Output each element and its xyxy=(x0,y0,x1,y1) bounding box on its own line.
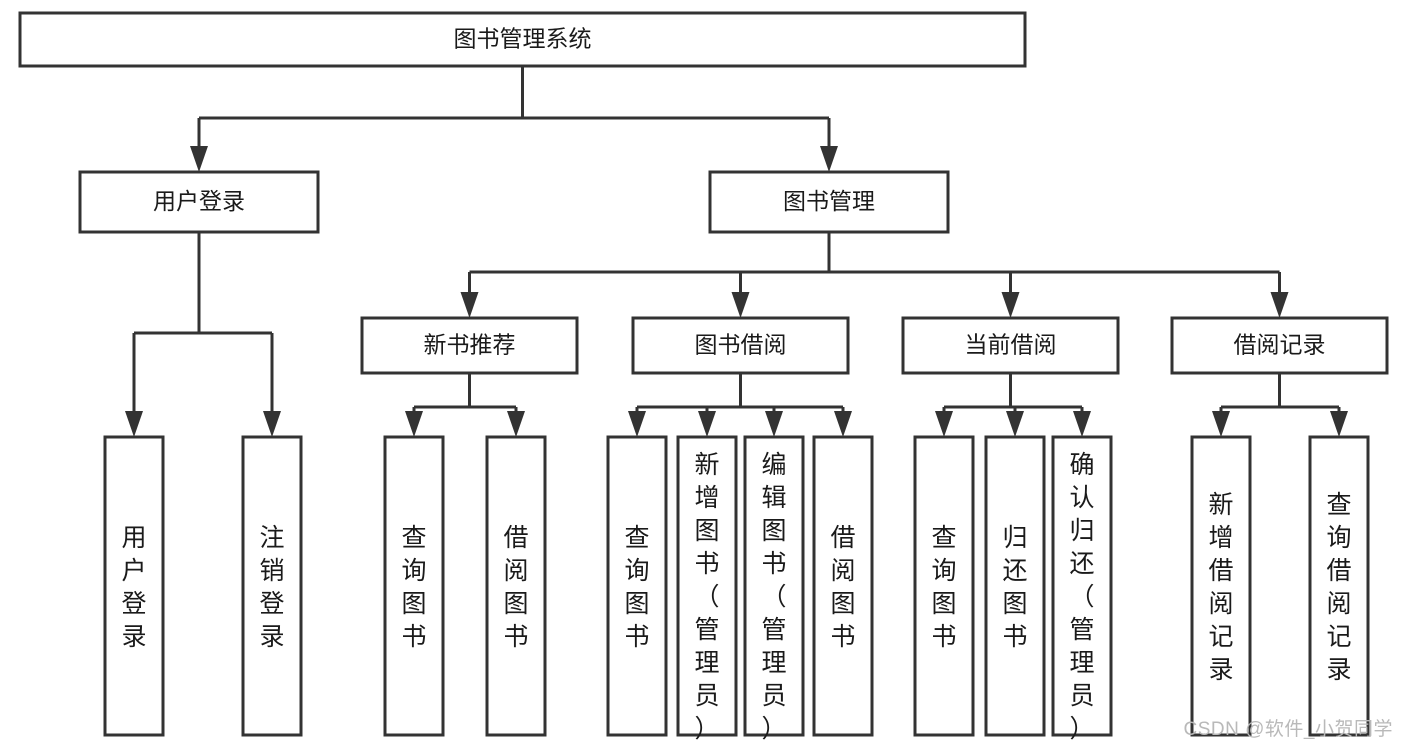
node-label: 新增借阅记录 xyxy=(1208,491,1233,684)
node-user-login[interactable]: 用户登录 xyxy=(78,170,320,234)
node-new-book-recommend[interactable]: 新书推荐 xyxy=(360,316,579,375)
node-current-borrow[interactable]: 当前借阅 xyxy=(901,316,1120,375)
node-box[interactable] xyxy=(913,435,975,737)
node-box[interactable] xyxy=(984,435,1046,737)
node-box[interactable] xyxy=(901,316,1120,375)
node-box[interactable] xyxy=(360,316,579,375)
node-box[interactable] xyxy=(241,435,303,737)
node-box[interactable] xyxy=(485,435,547,737)
node-label: 查询图书 xyxy=(931,524,956,651)
connectors-layer xyxy=(125,66,1348,437)
node-box[interactable] xyxy=(631,316,850,375)
node-leaf-add-book[interactable]: 新增图书（管理员） xyxy=(676,435,738,743)
node-label: 用户登录 xyxy=(153,188,245,214)
node-label: 借阅图书 xyxy=(503,524,528,651)
node-label: 查询图书 xyxy=(401,524,426,651)
node-box[interactable] xyxy=(676,435,738,737)
node-label: 图书管理 xyxy=(783,188,875,214)
node-leaf-borrow-book-rec[interactable]: 借阅图书 xyxy=(485,435,547,737)
node-box[interactable] xyxy=(78,170,320,234)
node-leaf-edit-book[interactable]: 编辑图书（管理员） xyxy=(743,435,805,743)
node-label: 编辑图书（管理员） xyxy=(761,451,786,743)
node-leaf-query-book-cur[interactable]: 查询图书 xyxy=(913,435,975,737)
node-box[interactable] xyxy=(1170,316,1389,375)
node-book-manage[interactable]: 图书管理 xyxy=(708,170,950,234)
node-label: 注销登录 xyxy=(259,524,284,651)
node-label: 新书推荐 xyxy=(424,332,516,358)
node-box[interactable] xyxy=(743,435,805,737)
node-label: 用户登录 xyxy=(121,524,146,651)
nodes-layer: 图书管理系统用户登录图书管理新书推荐图书借阅当前借阅借阅记录用户登录注销登录查询… xyxy=(18,11,1389,743)
node-label: 图书借阅 xyxy=(695,332,787,358)
node-leaf-borrow-book-bor[interactable]: 借阅图书 xyxy=(812,435,874,737)
node-leaf-user-login[interactable]: 用户登录 xyxy=(103,435,165,737)
node-label: 借阅记录 xyxy=(1234,332,1326,358)
watermark-label: CSDN @软件_小贺同学 xyxy=(1183,719,1393,740)
node-box[interactable] xyxy=(18,11,1027,68)
node-box[interactable] xyxy=(103,435,165,737)
node-box[interactable] xyxy=(1190,435,1252,737)
node-box[interactable] xyxy=(812,435,874,737)
node-borrow-record[interactable]: 借阅记录 xyxy=(1170,316,1389,375)
node-leaf-query-book-bor[interactable]: 查询图书 xyxy=(606,435,668,737)
node-label: 查询借阅记录 xyxy=(1326,491,1351,684)
node-leaf-query-book-rec[interactable]: 查询图书 xyxy=(383,435,445,737)
node-undefined[interactable]: 图书管理系统 xyxy=(18,11,1027,68)
node-leaf-confirm-return[interactable]: 确认归还（管理员） xyxy=(1051,435,1113,743)
node-label: 图书管理系统 xyxy=(454,26,592,52)
node-leaf-add-record[interactable]: 新增借阅记录 xyxy=(1190,435,1252,737)
node-label: 新增图书（管理员） xyxy=(694,451,719,743)
node-box[interactable] xyxy=(708,170,950,234)
node-label: 归还图书 xyxy=(1002,524,1027,651)
node-box[interactable] xyxy=(1051,435,1113,737)
node-label: 当前借阅 xyxy=(965,332,1057,358)
node-label: 借阅图书 xyxy=(830,524,855,651)
node-label: 查询图书 xyxy=(624,524,649,651)
node-box[interactable] xyxy=(383,435,445,737)
node-box[interactable] xyxy=(1308,435,1370,737)
node-leaf-user-logout[interactable]: 注销登录 xyxy=(241,435,303,737)
node-label: 确认归还（管理员） xyxy=(1069,451,1094,743)
node-leaf-return-book[interactable]: 归还图书 xyxy=(984,435,1046,737)
node-leaf-query-record[interactable]: 查询借阅记录 xyxy=(1308,435,1370,737)
node-box[interactable] xyxy=(606,435,668,737)
node-book-borrow[interactable]: 图书借阅 xyxy=(631,316,850,375)
